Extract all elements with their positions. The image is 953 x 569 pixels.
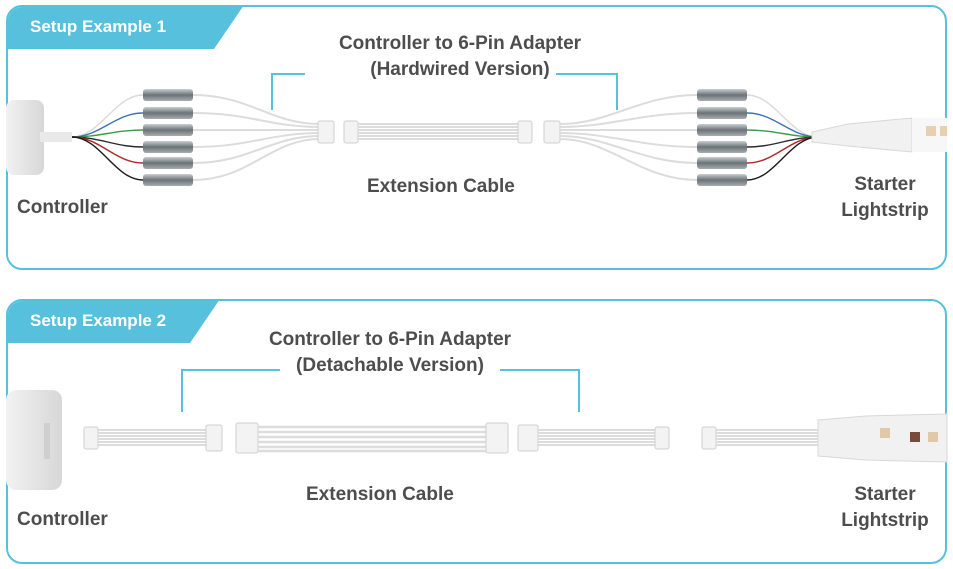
extension-cable-label-1: Extension Cable <box>367 176 515 197</box>
starter-lightstrip-1 <box>811 117 947 153</box>
wire-fan-right-1 <box>746 94 819 181</box>
adapter-plug-right-2 <box>517 424 670 452</box>
wire-connectors-left-1 <box>143 89 193 186</box>
adapter-label-1-line1: Controller to 6-Pin Adapter <box>338 33 582 54</box>
adapter-bracket-2 <box>181 369 580 412</box>
setup-example-1-tab: Setup Example 1 <box>6 5 244 49</box>
adapter-label-1: Controller to 6-Pin Adapter (Hardwired V… <box>290 31 630 83</box>
adapter-plug-left-1 <box>317 120 335 144</box>
adapter-label-2-line1: Controller to 6-Pin Adapter <box>268 329 512 350</box>
adapter-label-1-line2: (Hardwired Version) <box>370 59 550 80</box>
starter-label-2-line2: Lightstrip <box>841 510 929 531</box>
extension-cable-1 <box>343 120 533 144</box>
starter-lightstrip-label-2: Starter Lightstrip <box>830 482 940 534</box>
adapter-label-2-line2: (Detachable Version) <box>296 355 484 376</box>
starter-lightstrip-label-1: Starter Lightstrip <box>830 172 940 224</box>
controller-device-2 <box>6 390 62 490</box>
starter-label-1-line2: Lightstrip <box>841 200 929 221</box>
setup-example-1-panel: Setup Example 1 <box>6 5 947 270</box>
wire-fan-left-1 <box>71 94 144 181</box>
adapter-label-2: Controller to 6-Pin Adapter (Detachable … <box>220 327 560 379</box>
starter-label-2-line1: Starter <box>854 484 916 505</box>
controller-label-1: Controller <box>17 197 108 218</box>
controller-label-2: Controller <box>17 509 108 530</box>
extension-cable-2 <box>235 422 509 454</box>
controller-device-1 <box>6 100 72 175</box>
wire-connectors-right-1 <box>697 89 747 186</box>
adapter-bracket-1 <box>271 73 618 110</box>
adapter-wires-left-1 <box>192 94 321 181</box>
starter-label-1-line1: Starter <box>854 174 916 195</box>
setup-example-2-tab: Setup Example 2 <box>6 299 220 343</box>
detachable-adapter-2 <box>83 424 223 452</box>
extension-cable-label-2: Extension Cable <box>306 484 454 505</box>
adapter-wires-right-1 <box>559 94 698 181</box>
adapter-plug-right-1 <box>543 120 561 144</box>
starter-lightstrip-2 <box>701 413 948 463</box>
